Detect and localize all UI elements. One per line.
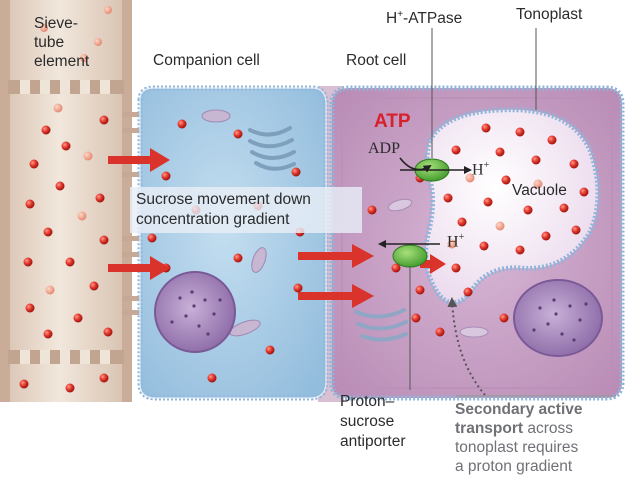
proton-sucrose-antiporter: [378, 240, 440, 268]
sieve-tube-label-line: tube: [34, 34, 65, 51]
callout-line-3: tonoplast requires: [455, 439, 579, 456]
plasmodesmata: [122, 112, 142, 315]
antiporter-label-line: sucrose: [340, 413, 395, 430]
h-atpase-label-rest: -ATPase: [403, 10, 463, 28]
h-atpase-pump: [399, 157, 472, 182]
sieve-plate-bottom: [8, 350, 124, 364]
vacuole: [423, 107, 601, 306]
callout-rest-1: across: [523, 420, 574, 437]
sucrose-molecules-sieve: [19, 6, 113, 393]
leader-lines: [409, 28, 537, 390]
vesicle: [459, 326, 489, 338]
sucrose-molecules-vacuole: [443, 123, 589, 297]
atp-label: ATP: [374, 111, 411, 132]
h-plus-sign: +: [458, 232, 465, 243]
vesicle: [387, 198, 413, 212]
h-atpase-label-plus: +: [397, 9, 404, 20]
antiporter-label: Proton– sucrose antiporter: [340, 392, 405, 452]
gradient-label: Sucrose movement down concentration grad…: [136, 190, 311, 230]
h-plus-base: H: [472, 161, 484, 179]
vesicle: [229, 319, 261, 337]
secondary-transport-callout: Secondary active transport across tonopl…: [455, 400, 625, 476]
h-atpase-label-h: H: [386, 10, 398, 28]
sieve-tube-label: Sieve- tube element: [34, 14, 89, 71]
sieve-tube-label-line: element: [34, 53, 90, 70]
sieve-tube-label-line: Sieve-: [34, 15, 78, 32]
antiporter-label-line: Proton–: [340, 393, 395, 410]
root-nucleus: [513, 279, 603, 357]
callout-line-1: Secondary active: [455, 400, 625, 419]
flow-arrow: [420, 254, 446, 274]
sucrose-molecules-root: [367, 173, 509, 337]
golgi-apparatus: [248, 126, 296, 171]
vacuole-label: Vacuole: [512, 182, 567, 199]
sucrose-flow-arrows: [108, 148, 446, 308]
h-plus-sign: +: [483, 160, 490, 171]
callout-line-4: a proton gradient: [455, 458, 573, 475]
callout-bold-2: transport: [455, 420, 524, 437]
antiporter-label-line: antiporter: [340, 433, 406, 450]
flow-arrow: [108, 256, 170, 280]
h-plus-label-upper: H+: [472, 160, 489, 179]
companion-nucleus: [154, 271, 236, 353]
h-plus-label-lower: H+: [447, 232, 464, 251]
root-golgi-apparatus: [354, 308, 408, 342]
gradient-label-background: [130, 187, 362, 233]
flow-arrow: [108, 148, 170, 172]
sieve-tube-element: [0, 0, 142, 402]
adp-label: ADP: [368, 140, 401, 157]
root-cell: [329, 85, 625, 401]
callout-bold-1: Secondary active: [455, 401, 583, 418]
secondary-transport-pointer: [447, 297, 486, 396]
h-atpase-label: H+-ATPase: [386, 6, 462, 28]
gradient-label-line: concentration gradient: [136, 211, 290, 228]
sieve-plate-top: [8, 80, 124, 94]
flow-arrow: [298, 244, 374, 268]
tonoplast-label: Tonoplast: [516, 6, 583, 23]
vesicle: [201, 109, 231, 123]
flow-arrow: [298, 284, 374, 308]
vesicle: [251, 247, 267, 273]
companion-cell: [137, 85, 329, 401]
companion-cell-label: Companion cell: [153, 52, 260, 69]
gradient-label-line: Sucrose movement down: [136, 191, 311, 208]
h-plus-base: H: [447, 233, 459, 251]
root-cell-label: Root cell: [346, 52, 407, 69]
callout-line-2: transport across: [455, 419, 625, 438]
